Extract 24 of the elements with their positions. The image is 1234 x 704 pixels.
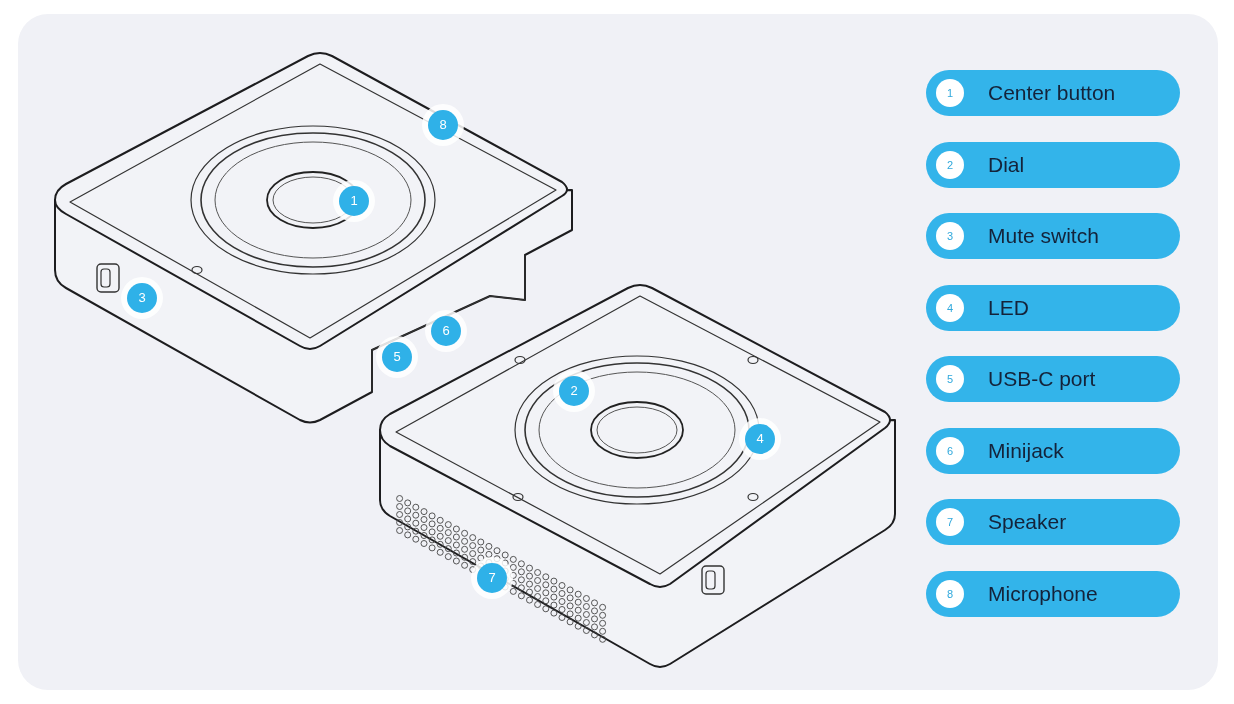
key-pill (926, 141, 1180, 188)
key-pill (926, 570, 1180, 617)
key-pill (926, 70, 1180, 116)
key-pill (926, 499, 1180, 545)
part-name: Minijack (988, 437, 1064, 464)
key-pill (926, 427, 1180, 474)
number-badge: 6 (936, 436, 964, 465)
part-name: Mute switch (988, 223, 1099, 249)
part-name: Speaker (988, 509, 1067, 535)
part-name: USB-C port (988, 366, 1096, 392)
number-badge: 3 (936, 222, 964, 250)
number-badge: 8 (936, 579, 964, 608)
key-pill (926, 356, 1180, 402)
number-badge: 5 (936, 365, 964, 393)
number-badge: 1 (936, 79, 964, 107)
part-name: Microphone (988, 580, 1098, 607)
number-badge: 7 (936, 508, 964, 536)
number-badge: 4 (936, 293, 964, 322)
number-badge: 2 (936, 150, 964, 179)
key-pill (926, 213, 1180, 259)
part-name: Dial (988, 151, 1025, 178)
part-name: LED (988, 294, 1029, 321)
part-name: Center button (988, 80, 1116, 106)
key-pill (926, 284, 1180, 331)
